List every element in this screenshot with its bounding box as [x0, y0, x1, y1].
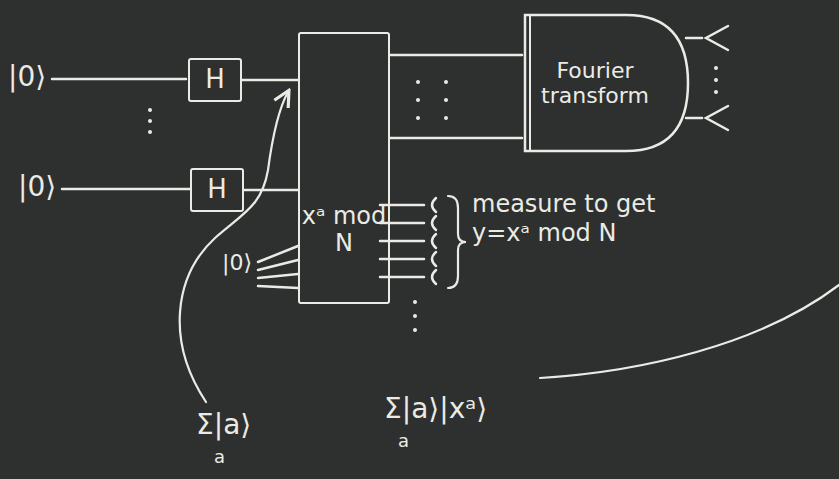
- qubit-wire: [244, 189, 298, 192]
- ellipsis-dot: [413, 328, 417, 332]
- hadamard-gate: H: [190, 168, 244, 212]
- pointer-curve: [540, 285, 839, 378]
- d-outline-path: [525, 15, 688, 151]
- ellipsis-dot: [444, 98, 448, 102]
- measure-mark: [432, 270, 436, 284]
- ancilla-wire: [258, 286, 298, 288]
- curly-brace: [448, 196, 466, 288]
- ket-zero: |0⟩: [18, 170, 56, 204]
- ellipsis-dot: [416, 116, 420, 120]
- output-wire: [686, 37, 702, 40]
- qubit-wire: [390, 137, 522, 140]
- d-outline-path: [529, 15, 531, 151]
- ellipsis-dot: [714, 78, 718, 82]
- ellipsis-dot: [416, 80, 420, 84]
- hadamard-gate: H: [188, 58, 242, 102]
- output-wire: [686, 117, 702, 120]
- node-text: xᵃ mod N: [300, 203, 388, 258]
- entangled-state-expression: Σ|a⟩|xᵃ⟩: [384, 392, 487, 426]
- ellipsis-dot: [444, 80, 448, 84]
- ancilla-out-wire: [380, 240, 424, 243]
- ancilla-wire: [258, 260, 298, 270]
- ellipsis-dot: [413, 314, 417, 318]
- ket-zero: |0⟩: [8, 60, 46, 94]
- measure-mark: [432, 198, 436, 212]
- ellipsis-dot: [444, 116, 448, 120]
- qubit-wire: [242, 79, 298, 82]
- modexp-gate: xᵃ mod N: [298, 32, 390, 304]
- superposition-expression: Σ|a⟩: [196, 408, 251, 442]
- ancilla-wire: [258, 246, 298, 262]
- qubit-wire: [390, 54, 522, 57]
- measure-note: measure to get y=xᵃ mod N: [472, 190, 687, 248]
- node-text: H: [207, 175, 227, 205]
- ancilla-out-wire: [380, 204, 424, 207]
- ancilla-out-wire: [380, 222, 424, 225]
- ancilla-wire: [258, 274, 298, 278]
- fourier-transform-box: Fourier transform: [522, 12, 690, 154]
- ancilla-out-wire: [380, 276, 424, 279]
- ket-zero: |0⟩: [222, 250, 252, 276]
- ellipsis-dot: [148, 108, 152, 112]
- ancilla-out-wire: [380, 258, 424, 261]
- measure-mark: [432, 252, 436, 266]
- sum-index: a: [398, 430, 409, 452]
- ellipsis-dot: [416, 98, 420, 102]
- ellipsis-dot: [714, 66, 718, 70]
- measure-mark: [432, 234, 436, 248]
- pointer-arrow: [180, 92, 288, 402]
- measure-mark: [432, 216, 436, 230]
- node-text: H: [205, 65, 225, 95]
- ellipsis-dot: [714, 90, 718, 94]
- node-text: Fourier transform: [534, 58, 656, 109]
- qubit-wire: [62, 188, 190, 191]
- ellipsis-dot: [148, 130, 152, 134]
- measurement-symbol: [706, 106, 728, 130]
- ellipsis-dot: [148, 119, 152, 123]
- sum-index: a: [214, 446, 225, 468]
- measurement-symbol: [706, 26, 728, 50]
- ellipsis-dot: [413, 300, 417, 304]
- qubit-wire: [52, 78, 186, 81]
